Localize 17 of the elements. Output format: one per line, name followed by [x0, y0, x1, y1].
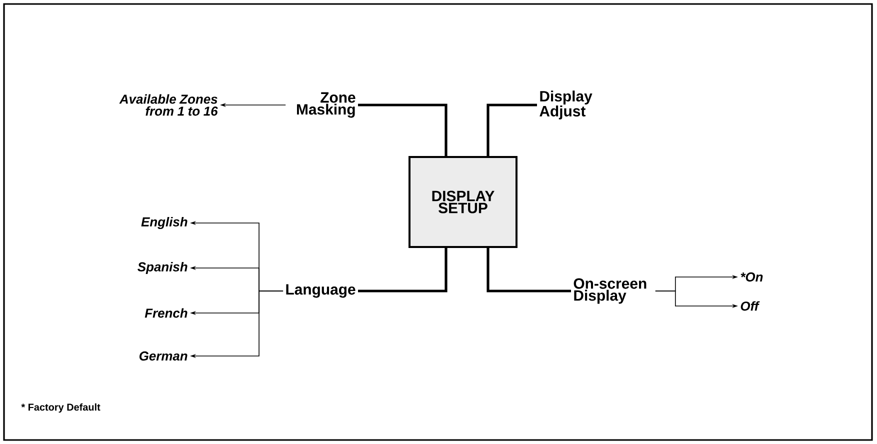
option-label: Off [740, 301, 760, 311]
option-label: *On [740, 272, 763, 282]
connector-line [358, 248, 448, 292]
connector-line [358, 104, 448, 156]
option-label: English [141, 216, 188, 230]
connector-line [486, 248, 571, 292]
menu-label: Language [286, 284, 356, 298]
option-label: German [139, 351, 188, 361]
footnote: * Factory Default [21, 403, 100, 413]
menu-label: Zone Masking [297, 92, 356, 118]
option-label: Spanish [138, 262, 188, 274]
connector-line [486, 104, 537, 156]
process-box: DISPLAY SETUP [408, 156, 518, 248]
option-label: Available Zones from 1 to 16 [119, 94, 218, 116]
menu-label: On-screen Display [574, 278, 646, 304]
menu-label: Display Adjust [540, 90, 592, 120]
option-label: French [144, 308, 188, 318]
